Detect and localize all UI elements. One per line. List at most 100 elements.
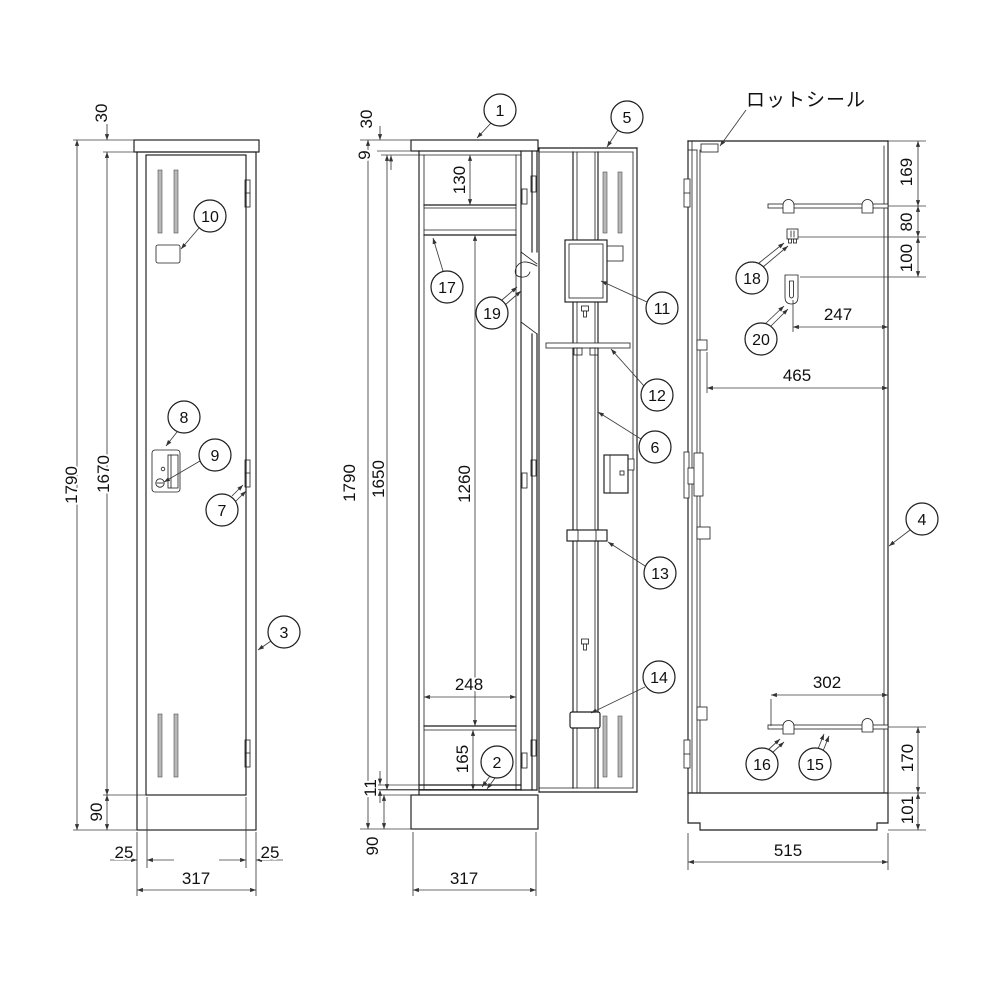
- dim-side-depth: 515: [774, 841, 802, 860]
- dim-front-base-height: 90: [87, 803, 106, 822]
- svg-text:12: 12: [648, 388, 666, 405]
- callout-18: 18: [735, 242, 789, 295]
- dim-side-hook-pitch: 100: [897, 244, 916, 272]
- svg-text:9: 9: [211, 448, 220, 465]
- side-back-edge: [883, 140, 889, 794]
- front-vents: [157, 169, 179, 778]
- section-view: 1790 1650 30 9 130 1260 248 165 11 90 31…: [338, 93, 679, 896]
- svg-text:3: 3: [280, 625, 289, 642]
- dim-section-top-clearance: 9: [355, 150, 374, 159]
- callout-20: 20: [744, 305, 789, 356]
- svg-text:17: 17: [438, 280, 456, 297]
- dim-front-total-height: 1790: [62, 466, 81, 504]
- dim-section-floor-lip: 11: [361, 779, 380, 797]
- svg-text:10: 10: [201, 209, 219, 226]
- svg-text:20: 20: [752, 332, 770, 349]
- lock-case: [564, 239, 624, 303]
- lot-seal-label: ロットシール: [719, 90, 866, 147]
- lot-seal: [700, 143, 719, 153]
- callout-1: 1: [476, 93, 517, 139]
- callout-6: 6: [597, 411, 672, 464]
- front-top-cap: [133, 139, 260, 153]
- callout-11: 11: [600, 280, 679, 325]
- side-base: [687, 792, 889, 831]
- svg-text:16: 16: [753, 757, 771, 774]
- callout-13: 13: [607, 541, 677, 590]
- door-vents: [602, 171, 623, 778]
- name-card-holder: [155, 244, 181, 264]
- dim-section-total-height: 1790: [340, 464, 359, 502]
- dim-section-width: 317: [450, 869, 478, 888]
- dim-side-base-height: 101: [898, 796, 917, 824]
- dim-side-shelf-to-base: 170: [898, 744, 917, 772]
- svg-text:19: 19: [483, 306, 501, 323]
- side-view: 169 80 100 247 465 302 170 101 515 ロットシー…: [683, 90, 939, 870]
- front-door: [145, 154, 247, 796]
- svg-text:14: 14: [650, 670, 668, 687]
- svg-text:4: 4: [918, 512, 927, 529]
- svg-text:6: 6: [651, 440, 660, 457]
- svg-text:11: 11: [654, 301, 671, 318]
- front-hinges: [244, 179, 251, 768]
- front-lock-handle: [151, 449, 181, 493]
- callout-3: 3: [257, 615, 301, 651]
- section-top-cap: [410, 139, 539, 152]
- side-dimensions: 169 80 100 247 465 302 170 101 515: [687, 140, 926, 870]
- svg-text:2: 2: [493, 755, 502, 772]
- key-cylinder: [155, 478, 165, 488]
- side-lock-assembly: [683, 451, 704, 499]
- front-body: [136, 151, 257, 831]
- lock-back-assembly: [603, 454, 635, 494]
- svg-text:1: 1: [496, 103, 505, 120]
- lower-shelf-side: [767, 718, 889, 735]
- svg-text:5: 5: [623, 110, 632, 127]
- front-callouts: 10 8 9 7 3: [163, 199, 301, 651]
- callout-8: 8: [165, 400, 201, 447]
- lot-seal-text: ロットシール: [746, 90, 866, 111]
- dim-side-shelf-to-hook: 80: [897, 213, 916, 232]
- front-view: 1790 1670 30 90 25 25 317 10 8 9: [60, 102, 301, 896]
- side-callouts: 18 20 4 15 16: [735, 242, 939, 781]
- channel-bracket-lower: [569, 711, 601, 729]
- section-dimensions: 1790 1650 30 9 130 1260 248 165 11 90 31…: [338, 108, 537, 896]
- dim-side-shelf-depth: 302: [813, 673, 841, 692]
- door-edge-strip: [514, 150, 538, 791]
- callout-19: 19: [475, 286, 522, 330]
- dim-section-inner-width: 248: [455, 675, 483, 694]
- dim-front-right-inset: 25: [261, 843, 280, 862]
- svg-text:15: 15: [806, 757, 824, 774]
- svg-text:13: 13: [651, 566, 669, 583]
- dim-front-door-height: 1670: [94, 455, 113, 493]
- callout-15: 15: [798, 733, 832, 781]
- hinge-hook: [514, 261, 538, 278]
- side-door-tabs: [683, 178, 711, 769]
- door-inside-view: [538, 147, 638, 793]
- dim-section-shelf-drop: 130: [450, 166, 469, 194]
- dim-section-hanging-height: 1260: [455, 465, 474, 503]
- dim-side-door-to-back: 465: [783, 366, 811, 385]
- dim-section-base-height: 90: [363, 837, 382, 856]
- keyhole-lower: [581, 638, 589, 651]
- callout-2: 2: [480, 745, 514, 790]
- section-callouts: 1 5 17 19 11: [430, 93, 679, 790]
- callout-7: 7: [205, 484, 247, 527]
- dim-front-top-cap: 30: [92, 104, 111, 123]
- section-body-walls: [418, 150, 522, 796]
- callout-9: 9: [163, 438, 232, 483]
- dim-front-width: 317: [182, 869, 210, 888]
- dim-front-left-inset: 25: [115, 843, 134, 862]
- section-base: [410, 794, 539, 830]
- coat-hook-upper: [786, 228, 799, 244]
- dim-side-top-to-shelf: 169: [897, 158, 916, 186]
- door-shelf-bar: [545, 342, 631, 356]
- callout-5: 5: [606, 100, 644, 148]
- svg-text:7: 7: [218, 503, 227, 520]
- callout-10: 10: [180, 199, 227, 250]
- dim-section-inner-height: 1650: [369, 460, 388, 498]
- svg-text:8: 8: [180, 410, 189, 427]
- front-dimensions: 1790 1670 30 90 25 25 317: [60, 102, 283, 896]
- callout-4: 4: [888, 502, 939, 547]
- channel-bracket-upper: [566, 529, 608, 542]
